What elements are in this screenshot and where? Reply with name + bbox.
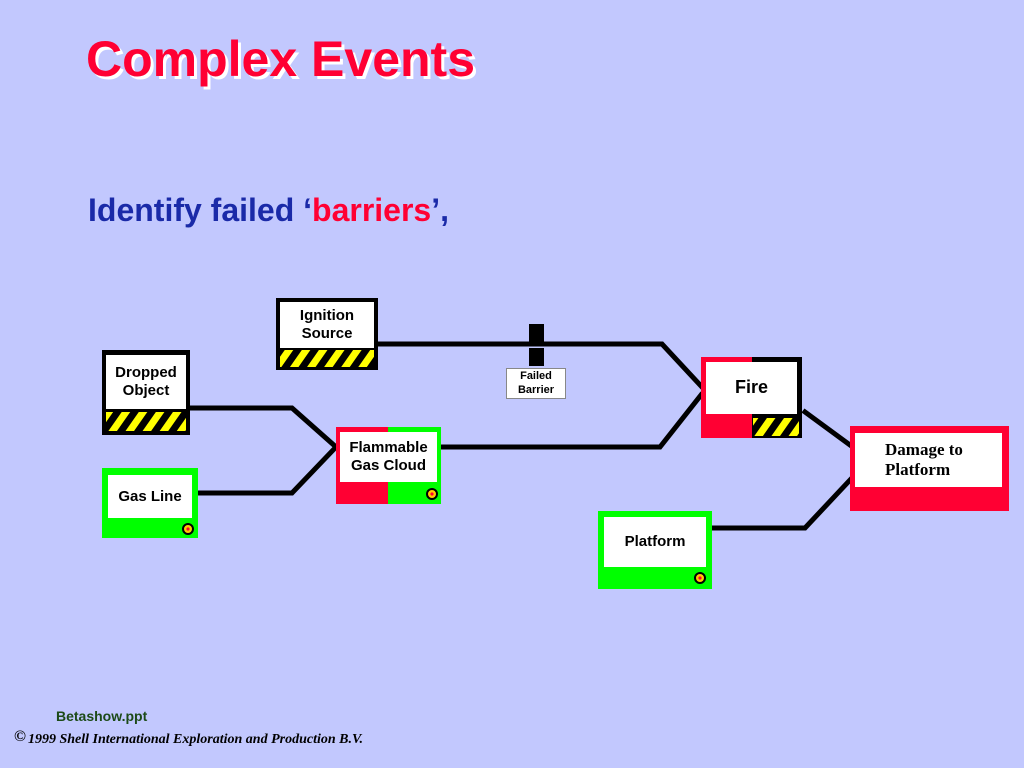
node-gas-line: Gas Line: [108, 475, 192, 518]
barrier-bar-bottom: [529, 348, 544, 366]
node-flammable-gas-cloud: Flammable Gas Cloud: [340, 432, 437, 482]
copyright-symbol: ©: [14, 728, 26, 745]
line-fire-to-damage: [801, 408, 854, 449]
line-cloud-to-fire: [438, 391, 705, 450]
node-fire: Fire: [706, 362, 797, 414]
line-platform-to-damage: [709, 476, 854, 531]
footer-filename: Betashow.ppt: [56, 708, 148, 724]
node-platform: Platform: [604, 517, 706, 567]
subtitle-highlight: barriers: [312, 192, 432, 228]
subtitle-suffix: ’,: [431, 192, 449, 228]
subtitle-prefix: Identify failed ‘: [88, 192, 313, 228]
node-damage-to-platform: Damage to Platform: [855, 433, 1002, 487]
copyright-text: 1999 Shell International Exploration and…: [27, 732, 364, 747]
line-gas-line-to-cloud: [194, 443, 340, 496]
line-ignition-to-fire: [375, 341, 705, 390]
barrier-bar-top: [529, 324, 544, 342]
slide-subtitle: Identify failed ‘barriers’,: [88, 192, 449, 229]
connector-lines: [187, 341, 854, 531]
line-dropped-object-to-cloud: [187, 405, 340, 451]
failed-barrier-label: Failed Barrier: [506, 368, 566, 399]
slide-title: Complex Events: [86, 31, 476, 87]
node-dropped-object: Dropped Object: [106, 355, 186, 409]
node-ignition-source: Ignition Source: [280, 302, 374, 348]
footer-copyright: ©1999 Shell International Exploration an…: [14, 728, 363, 748]
